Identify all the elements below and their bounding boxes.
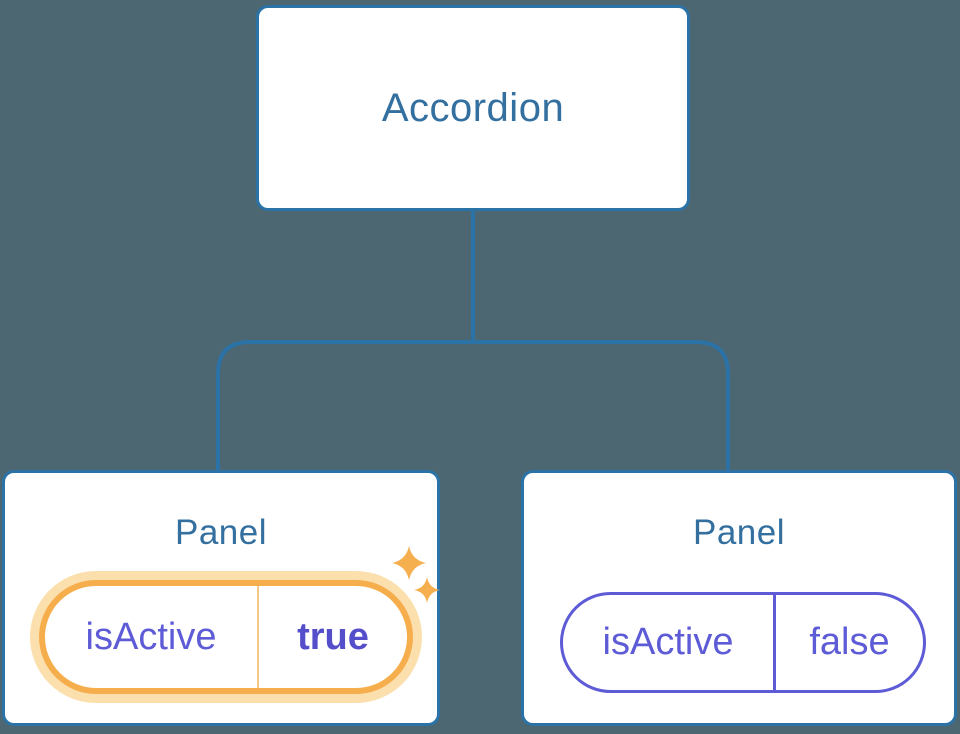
panel-node-inactive: Panel isActive false	[521, 470, 957, 726]
accordion-node-label: Accordion	[381, 85, 565, 130]
prop-value: true	[297, 615, 369, 658]
accordion-node: Accordion	[256, 5, 690, 211]
panel-node-label: Panel	[692, 513, 786, 552]
sparkles-icon	[392, 546, 440, 603]
panel-node-active: Panel isActive true	[2, 470, 440, 726]
prop-pill-inactive: isActive false	[560, 592, 926, 693]
prop-name: isActive	[563, 595, 776, 690]
prop-name: isActive	[45, 586, 259, 688]
prop-value: false	[809, 621, 890, 663]
panel-node-label: Panel	[174, 513, 268, 552]
prop-pill-active: isActive true	[39, 580, 413, 694]
